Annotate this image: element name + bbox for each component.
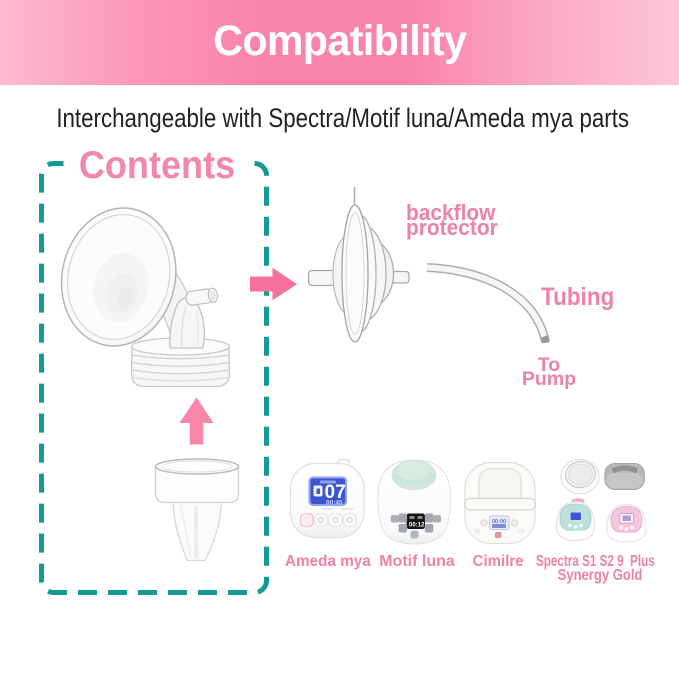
- svg-text:00:00: 00:00: [492, 519, 506, 525]
- svg-text:00:45: 00:45: [326, 500, 343, 507]
- svg-text:07: 07: [325, 482, 346, 503]
- svg-text:00:12: 00:12: [409, 523, 425, 529]
- svg-text:♡: ♡: [303, 516, 311, 526]
